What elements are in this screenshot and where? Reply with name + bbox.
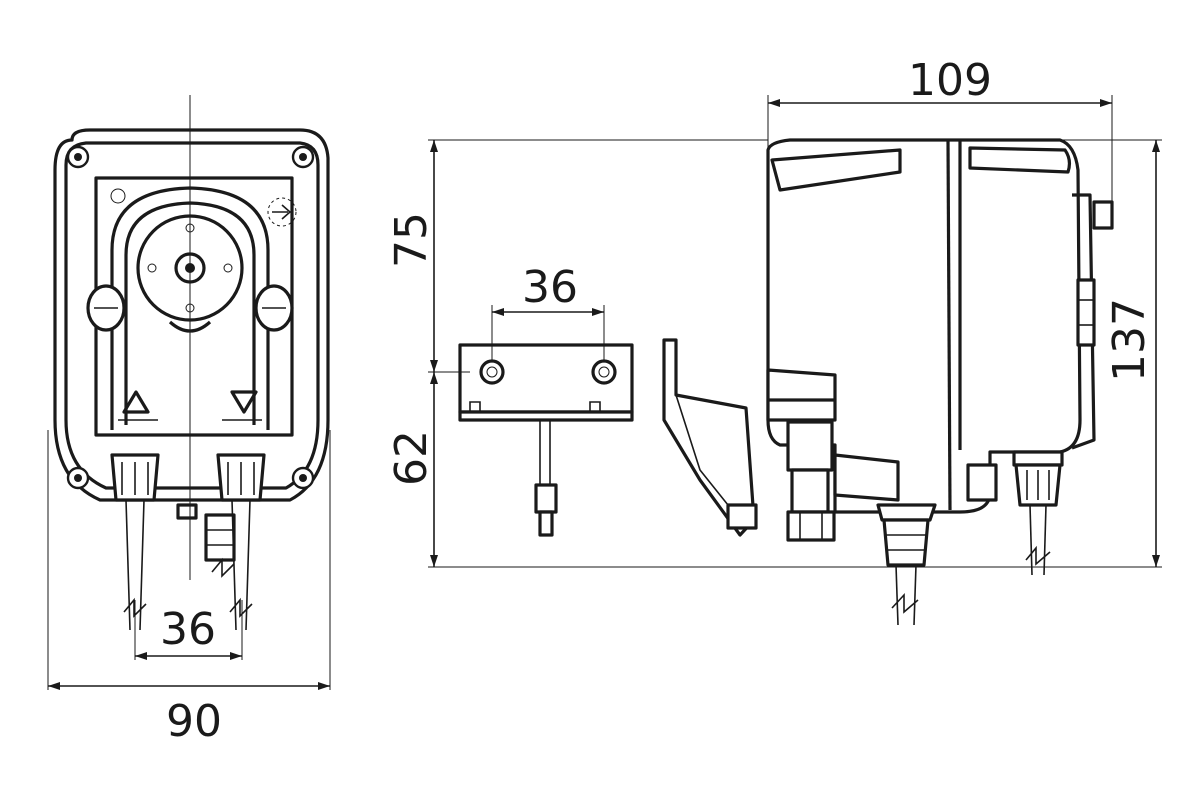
- side-depth-label: 109: [908, 55, 992, 106]
- front-width-label: 90: [166, 696, 222, 747]
- front-view-pump: [53, 95, 330, 631]
- total-height-label: 137: [1104, 298, 1155, 382]
- bracket-side-profile: [662, 338, 758, 537]
- bracket-hole-spacing-label: 36: [522, 262, 578, 313]
- upper-height-label: 75: [386, 212, 437, 268]
- side-view-pump: [766, 138, 1114, 626]
- total-height-dimension: 137: [1040, 139, 1162, 568]
- front-tube-spacing-label: 36: [160, 604, 216, 655]
- lower-height-label: 62: [386, 430, 437, 486]
- side-depth-dimension: 109: [767, 55, 1113, 210]
- front-width-dimension: 90: [47, 430, 331, 747]
- bracket-hole-spacing-dimension: 36: [491, 262, 605, 360]
- front-tube-spacing-dimension: 36: [134, 600, 243, 660]
- mounting-bracket: [458, 343, 634, 537]
- left-height-dimensions: 75 62: [386, 139, 1040, 568]
